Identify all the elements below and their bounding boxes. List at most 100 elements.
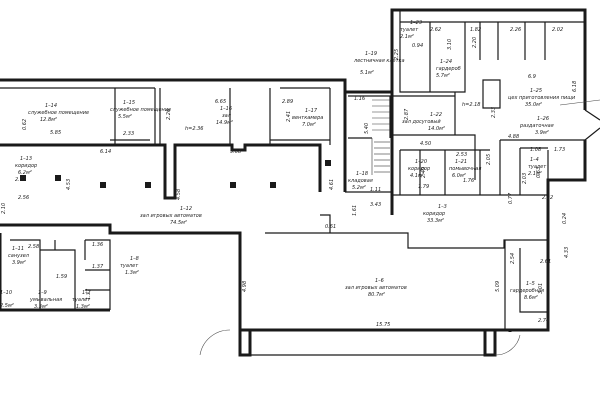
dim-label: 4.50: [420, 141, 431, 147]
dim-label: 2.58: [28, 244, 39, 250]
dim-label: 9.08: [230, 149, 241, 155]
room-1-9-number: 1–9: [38, 290, 47, 296]
room-1-4-number: 1–4: [530, 157, 539, 163]
dim-label: 1.79: [418, 184, 429, 190]
room-1-5-name: гардеробная: [510, 288, 544, 294]
room-1-19-name: лестничная клетка: [353, 58, 405, 64]
room-1-5-area: 8.6м²: [524, 295, 538, 301]
room-1-25-name: цех приготовления пищи: [508, 95, 576, 101]
room-1-6-name: зал игровых автоматов: [345, 285, 407, 291]
column: [20, 175, 26, 181]
room-1-13-area: 6.2м²: [18, 170, 32, 176]
room-1-18-name: кладовая: [348, 178, 373, 184]
dim-label: 2.74: [538, 318, 549, 324]
dim-label: 1.61: [352, 205, 358, 216]
dim-label: 2.54: [510, 253, 516, 264]
room-1-23-area: 2.1м²: [400, 34, 414, 40]
room-1-11-number: 1–11: [12, 246, 24, 252]
room-1-24-number: 1–24: [440, 59, 452, 65]
room-1-3-area: 33.3м²: [427, 218, 444, 224]
dim-label: 2.26: [166, 109, 172, 120]
room-1-12-name: зал игровых автоматов: [140, 213, 202, 219]
dim-label: 2.63: [15, 177, 26, 183]
room-1-3-name: коридор: [423, 211, 445, 217]
room-1-6-number: 1–6: [375, 278, 384, 284]
dim-label: 0.63: [536, 167, 542, 178]
room-1-12-area: 74.5м²: [170, 220, 187, 226]
dimension-labels: 0.94 2.62 1.82 2.26 2.02 6.9 3.10 2.20 6…: [1, 27, 578, 328]
dim-label: 3.01: [538, 283, 544, 294]
dim-label: 2.03: [522, 173, 528, 184]
dim-label: 1.73: [554, 147, 565, 153]
dim-label: 4.61: [329, 179, 335, 190]
dim-label: 2.61: [540, 259, 551, 265]
room-1-20-area: 4.1м²: [410, 173, 424, 179]
dim-label: 2.20: [472, 37, 478, 48]
room-1-25-number: 1–25: [530, 88, 542, 94]
dim-label: 2.33: [123, 131, 134, 137]
room-1-7-name: туалет: [72, 297, 91, 303]
dim-label: 2.26: [510, 27, 521, 33]
room-1-22-number: 1–22: [430, 112, 442, 118]
dim-label: 0.94: [412, 43, 423, 49]
room-1-19-area: 5.1м²: [360, 70, 374, 76]
room-1-5-number: 1–5: [526, 281, 535, 287]
room-1-22-name: зал досуговый: [402, 119, 441, 125]
dim-label: 2.10: [1, 203, 7, 214]
dim-label: 4.53: [66, 179, 72, 190]
dim-label: 5.85: [50, 130, 61, 136]
dim-label: 2.25: [394, 49, 400, 60]
dim-label: 0.61: [325, 224, 336, 230]
column: [100, 182, 106, 188]
room-1-24-name: гардероб: [436, 66, 461, 72]
room-1-24-area: 5.7м²: [436, 73, 450, 79]
column: [230, 182, 236, 188]
dim-label: 2.56: [18, 195, 29, 201]
dim-label: 2.89: [282, 99, 293, 105]
room-1-16-name: зал: [222, 113, 232, 119]
room-1-14-area: 12.8м²: [40, 117, 57, 123]
room-1-9-name: умывальная: [29, 297, 62, 303]
room-1-8-area: 1.3м²: [125, 270, 139, 276]
room-1-19-number: 1–19: [365, 51, 377, 57]
room-1-21-area: 6.0м²: [452, 173, 466, 179]
dim-label: 4.88: [508, 134, 519, 140]
dim-label: 6.18: [572, 81, 578, 92]
room-1-4-name: туалет: [528, 164, 547, 170]
dim-label: 1.37: [86, 288, 92, 300]
dim-label: 4.33: [564, 247, 570, 258]
room-1-17-number: 1–17: [305, 108, 318, 114]
dim-label: 0.24: [562, 213, 568, 224]
dim-label: 5.40: [364, 123, 370, 134]
room-1-14-number: 1–14: [45, 103, 57, 109]
dim-label: 2.33: [491, 107, 497, 118]
room-1-15-name: служебное помещение: [110, 107, 171, 113]
column: [145, 182, 151, 188]
dim-label: 0.62: [22, 119, 28, 130]
room-1-26-area: 3.9м²: [535, 130, 549, 136]
room-1-16-number: 1–16: [220, 106, 232, 112]
room-1-13-number: 1–13: [20, 156, 32, 162]
dim-label: 2.53: [456, 152, 467, 158]
room-1-18-number: 1–18: [356, 171, 368, 177]
dim-label: 6.14: [100, 149, 111, 155]
room-1-9-area: 3.3м²: [34, 304, 48, 310]
room-1-11-name: санузел: [8, 253, 30, 259]
room-1-11-area: 3.9м²: [12, 260, 26, 266]
dim-label: 4.58: [176, 189, 182, 200]
column: [325, 160, 331, 166]
room-1-10-area: 2.5м²: [0, 303, 14, 309]
room-1-6-area: 80.7м²: [368, 292, 385, 298]
room-1-23-number: 1–23: [410, 20, 422, 26]
dim-label: 1.16: [354, 96, 365, 102]
dim-label: 6.65: [215, 99, 226, 105]
dim-label: 1.11: [370, 187, 381, 193]
dim-label: 1.59: [56, 274, 67, 280]
height-note-1-16: h=2.36: [185, 126, 204, 132]
room-1-16-area: 14.9м²: [216, 120, 233, 126]
room-1-3-number: 1–3: [438, 204, 447, 210]
door-swings: [199, 99, 600, 356]
dim-label: 2.22: [542, 195, 553, 201]
dim-label: 3.43: [370, 202, 381, 208]
